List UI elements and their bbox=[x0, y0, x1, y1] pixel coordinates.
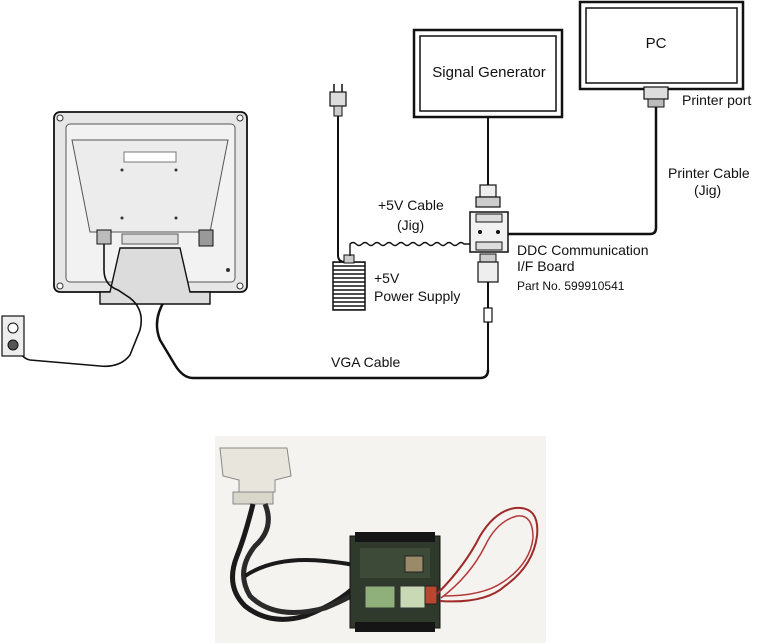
power-plug-icon bbox=[329, 84, 347, 117]
power-supply-icon bbox=[332, 254, 366, 311]
wall-outlet-icon bbox=[1, 315, 25, 357]
power-supply-label-line1: +5V bbox=[374, 270, 400, 286]
power-cord bbox=[337, 116, 347, 263]
vga-connector-icon bbox=[475, 184, 501, 208]
ddc-board-photo bbox=[215, 436, 546, 643]
ddc-label-line2: I/F Board bbox=[517, 258, 575, 274]
signal-generator-box: Signal Generator bbox=[412, 28, 564, 119]
monitor-power-cord bbox=[17, 244, 143, 368]
ddc-board-icon bbox=[469, 211, 509, 253]
cable-5v-label-line1: +5V Cable bbox=[378, 197, 444, 213]
vga-cable-label: VGA Cable bbox=[331, 354, 400, 370]
part-number-label: Part No. 599910541 bbox=[517, 279, 625, 293]
printer-cable-label-line1: Printer Cable bbox=[668, 165, 750, 181]
cable-5v-label-line2: (Jig) bbox=[397, 217, 424, 233]
printer-cable bbox=[505, 107, 658, 236]
ddc-label-line1: DDC Communication bbox=[517, 242, 648, 258]
ferrite-core-icon bbox=[483, 307, 493, 323]
printer-cable-label-line2: (Jig) bbox=[694, 182, 721, 198]
pc-box: PC bbox=[578, 0, 745, 91]
signal-generator-label: Signal Generator bbox=[432, 64, 545, 81]
printer-port-connector-icon bbox=[643, 86, 669, 108]
cable-5v bbox=[349, 241, 470, 256]
ddc-board-photo-drawing bbox=[215, 436, 546, 643]
power-supply-label-line2: Power Supply bbox=[374, 288, 460, 304]
vga-lower-connector-icon bbox=[477, 253, 499, 283]
monitor-back-icon bbox=[53, 111, 248, 305]
printer-port-label: Printer port bbox=[682, 92, 751, 108]
circuit-board-icon bbox=[349, 532, 441, 632]
pc-label: PC bbox=[646, 35, 667, 52]
